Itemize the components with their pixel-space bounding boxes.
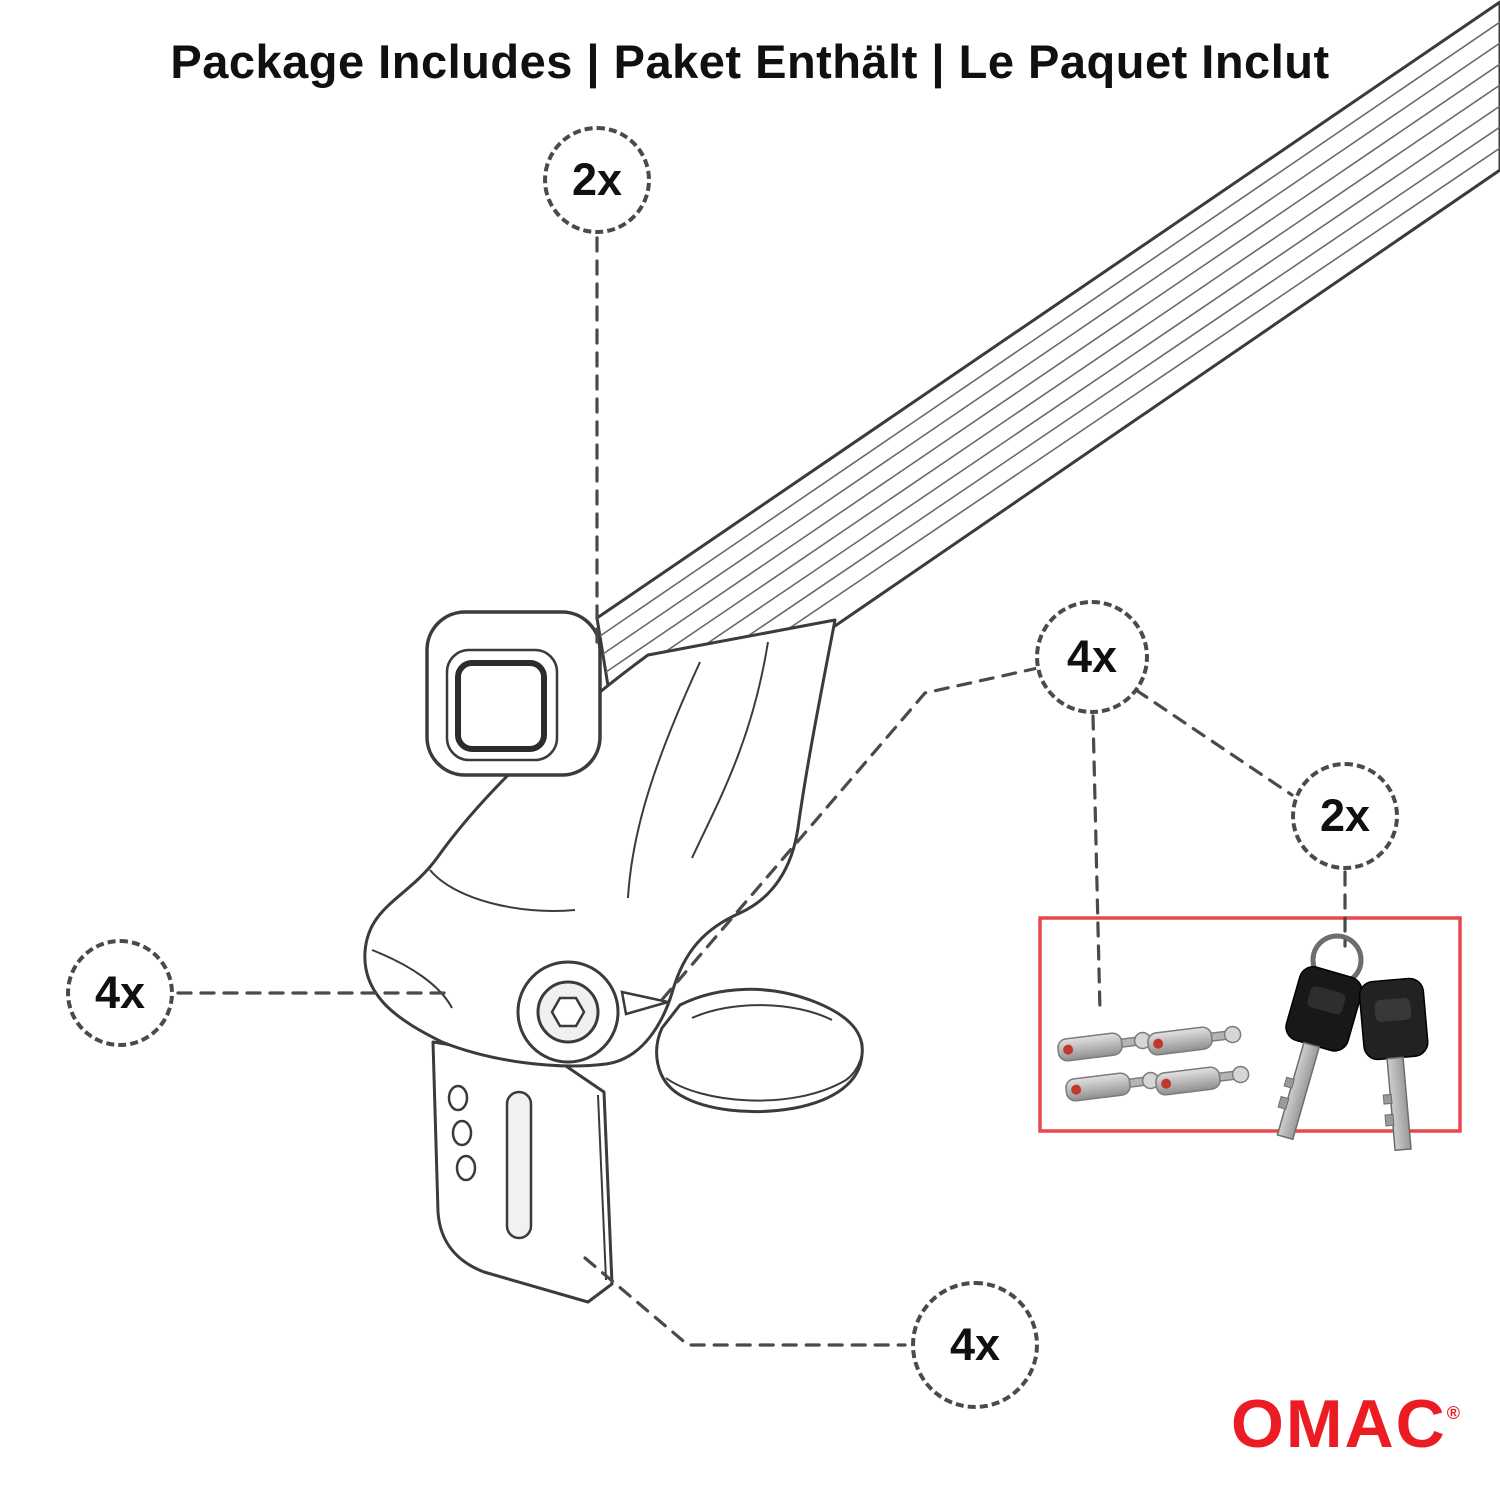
end-cap xyxy=(425,610,602,777)
callout-leader-lines xyxy=(176,236,1347,1347)
knob-bolt xyxy=(516,960,669,1064)
callout-crossbar-qty: 2x xyxy=(543,126,651,234)
crossbar-ribs xyxy=(599,21,1500,745)
callout-lock-pins-label: 4x xyxy=(1066,631,1118,682)
callout-clamp-qty: 4x xyxy=(911,1281,1039,1409)
callout-lock-pins-qty: 4x xyxy=(1035,600,1149,714)
registered-mark: ® xyxy=(1446,1403,1462,1423)
callout-crossbar-label: 2x xyxy=(571,154,623,205)
keys xyxy=(1276,933,1429,1152)
callout-clamp-label: 4x xyxy=(949,1319,1001,1370)
callout-keys-qty: 2x xyxy=(1291,762,1399,870)
base-pad xyxy=(655,987,864,1114)
omac-logo-text: OMAC xyxy=(1230,1386,1447,1462)
mounting-foot xyxy=(363,618,837,1068)
callout-keys-label: 2x xyxy=(1319,790,1371,841)
omac-logo: OMAC® xyxy=(1231,1390,1462,1458)
callout-foot-qty: 4x xyxy=(66,939,174,1047)
callout-foot-label: 4x xyxy=(94,967,146,1018)
clamp-bracket xyxy=(431,1040,614,1304)
lock-pins xyxy=(1057,1025,1250,1102)
page-title: Package Includes | Paket Enthält | Le Pa… xyxy=(170,35,1330,88)
